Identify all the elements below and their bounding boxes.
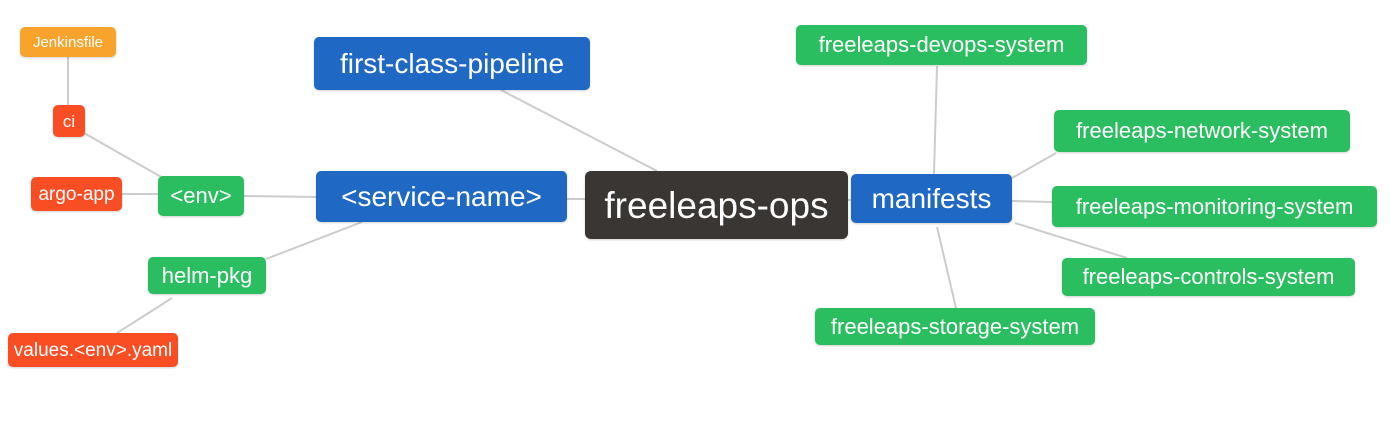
node-first-class-pipeline[interactable]: first-class-pipeline	[314, 37, 590, 90]
node-ci[interactable]: ci	[53, 105, 85, 137]
node-freeleaps-storage-system[interactable]: freeleaps-storage-system	[815, 308, 1095, 345]
edge-manifests-storage-system	[936, 226, 957, 309]
node-freeleaps-devops-system[interactable]: freeleaps-devops-system	[796, 25, 1087, 65]
edge-values-helm-pkg	[116, 297, 173, 334]
edge-manifests-monitoring-system	[1011, 200, 1053, 203]
node-service-name[interactable]: <service-name>	[316, 171, 567, 222]
node-argo-app[interactable]: argo-app	[31, 177, 122, 211]
node-freeleaps-network-system[interactable]: freeleaps-network-system	[1054, 110, 1350, 152]
edge-helm-pkg-service-name	[265, 221, 363, 260]
node-jenkinsfile[interactable]: Jenkinsfile	[20, 27, 116, 57]
node-freeleaps-monitoring-system[interactable]: freeleaps-monitoring-system	[1052, 186, 1377, 227]
edge-env-service-name	[243, 195, 317, 198]
edge-manifests-controls-system	[1014, 222, 1128, 259]
edge-ci-env	[83, 132, 164, 179]
node-freeleaps-controls-system[interactable]: freeleaps-controls-system	[1062, 258, 1355, 296]
node-helm-pkg[interactable]: helm-pkg	[148, 257, 266, 294]
node-values-env-yaml[interactable]: values.<env>.yaml	[8, 333, 178, 367]
node-freeleaps-ops[interactable]: freeleaps-ops	[585, 171, 848, 239]
edge-first-class-pipeline-ops	[500, 89, 658, 172]
edge-manifests-devops-system	[933, 65, 938, 175]
edge-manifests-network-system	[1011, 152, 1057, 179]
node-env[interactable]: <env>	[158, 176, 244, 216]
node-manifests[interactable]: manifests	[851, 174, 1012, 223]
